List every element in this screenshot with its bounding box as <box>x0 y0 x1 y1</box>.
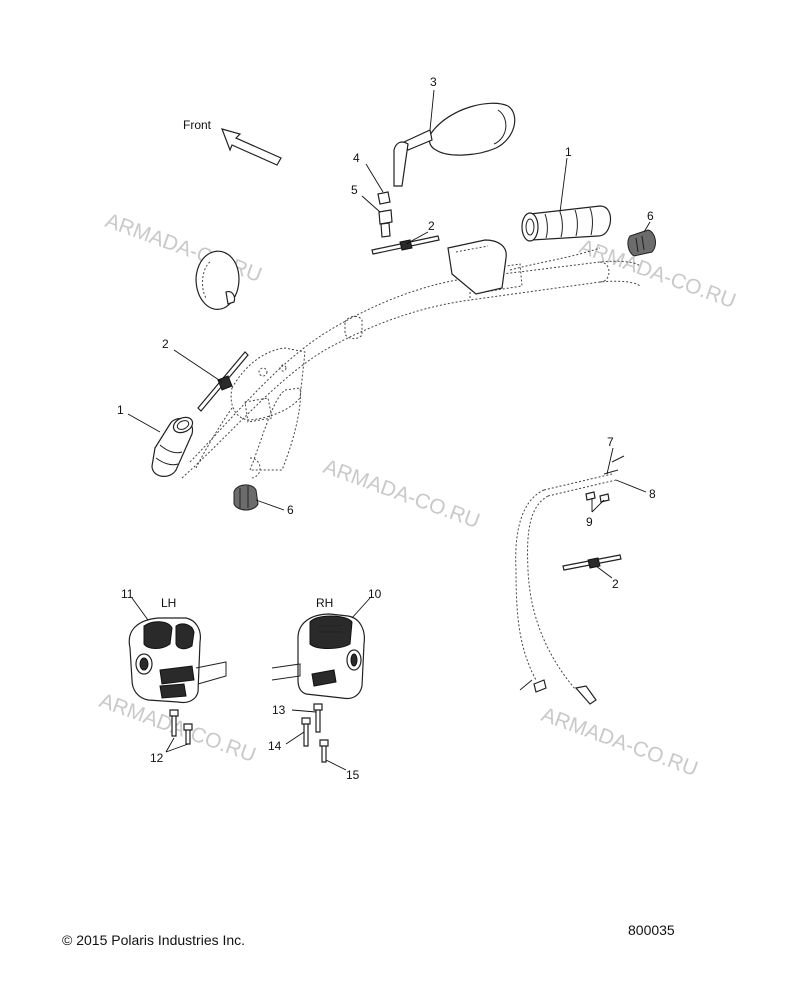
callout-7: 7 <box>607 435 614 449</box>
rh-switch-housing <box>271 613 365 700</box>
mirror-nut <box>377 191 391 205</box>
callout-11: 11 <box>121 587 134 601</box>
callout-9: 9 <box>586 515 593 529</box>
callout-6-left: 6 <box>287 503 294 517</box>
switch-label-lh: LH <box>161 596 176 610</box>
callout-2-left: 2 <box>162 337 169 351</box>
left-mirror <box>195 250 240 310</box>
copyright-text: © 2015 Polaris Industries Inc. <box>62 932 246 948</box>
diagram-number: 800035 <box>628 922 675 938</box>
callouts: 3 4 5 1 2 6 2 1 6 7 8 9 2 10 11 12 13 14… <box>117 75 656 782</box>
front-arrow-icon <box>221 128 282 166</box>
right-master-cylinder <box>447 239 507 300</box>
callout-13: 13 <box>272 703 286 717</box>
cable-tie-upper <box>371 235 440 255</box>
callout-5: 5 <box>351 183 358 197</box>
callout-10: 10 <box>368 587 382 601</box>
right-grip <box>521 205 612 242</box>
left-master-cylinder <box>230 347 306 423</box>
callout-12: 12 <box>150 751 164 765</box>
lh-screws <box>169 709 193 745</box>
callout-14: 14 <box>268 739 282 753</box>
callout-4: 4 <box>353 151 360 165</box>
lh-switch-housing <box>128 617 227 704</box>
callout-1-right: 1 <box>565 145 572 159</box>
watermark-2: ARMADA-CO.RU <box>576 235 738 313</box>
callout-1-left: 1 <box>117 403 124 417</box>
cable-tie-left <box>197 351 249 412</box>
callout-2-upper: 2 <box>428 219 435 233</box>
callout-2-lower: 2 <box>612 577 619 591</box>
bar-end-left <box>233 484 259 511</box>
watermark-1: ARMADA-CO.RU <box>102 209 264 287</box>
throttle-cables <box>515 455 625 705</box>
callout-6-right: 6 <box>647 209 654 223</box>
bar-end-right <box>627 229 656 257</box>
front-arrow: Front <box>183 118 282 166</box>
watermark-3: ARMADA-CO.RU <box>320 455 482 533</box>
cable-tie-lower <box>562 554 622 571</box>
cable-clips <box>585 491 610 503</box>
front-label: Front <box>183 118 212 132</box>
left-grip <box>151 416 194 477</box>
mirror-adapter <box>378 209 393 238</box>
switch-label-rh: RH <box>316 596 333 610</box>
leader-lines <box>127 89 651 771</box>
callout-8: 8 <box>649 487 656 501</box>
watermark-5: ARMADA-CO.RU <box>538 703 700 781</box>
callout-3: 3 <box>430 75 437 89</box>
callout-15: 15 <box>346 768 360 782</box>
mirror <box>393 102 516 187</box>
rh-screws <box>301 703 329 763</box>
